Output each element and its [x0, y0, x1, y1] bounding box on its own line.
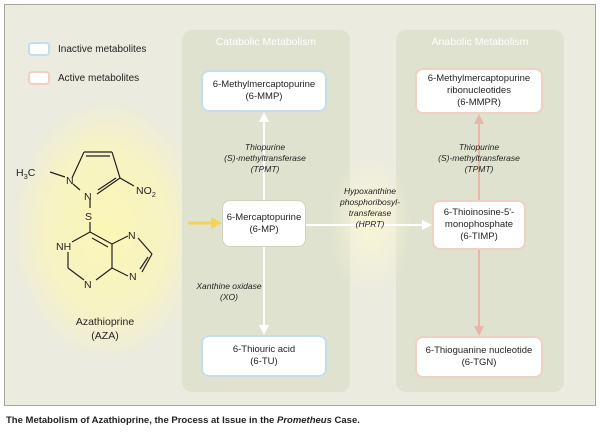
bond-c4b-n3 — [95, 267, 113, 281]
mmp-abbr: (6-MMP) — [245, 91, 283, 102]
bond-c4-c3 — [111, 151, 121, 179]
bond-n7-c8 — [137, 237, 153, 255]
atom-n1: N — [66, 175, 74, 187]
bond-n2-n1 — [72, 183, 81, 191]
catabolic-tpmt-line2: (S)-methyltransferase — [224, 153, 306, 163]
mmpr-box: 6-Methylmercaptopurine ribonucleotides (… — [415, 68, 543, 114]
xo-line1: Xanthine oxidase — [196, 281, 262, 291]
hprt-line3: transferase — [348, 208, 392, 218]
arrowhead-tgn — [474, 326, 484, 336]
bond-c8-n9 — [141, 253, 153, 273]
bond-c6-c5b — [89, 231, 113, 245]
timp-box: 6-Thioinosine-5'- monophosphate (6-TIMP) — [432, 200, 526, 250]
tu-name: 6-Thiouric acid — [232, 344, 296, 355]
caption-tail: Case. — [331, 415, 360, 426]
xo-line2: (XO) — [220, 292, 238, 302]
atom-n4: N — [128, 230, 136, 242]
mp-name: 6-Mercaptopurine — [226, 211, 302, 223]
legend-active: Active metabolites — [28, 71, 139, 85]
mmp-box: 6-Methylmercaptopurine (6-MMP) — [201, 70, 327, 112]
azathioprine-highlight — [12, 100, 202, 360]
tu-abbr: (6-TU) — [250, 356, 278, 367]
tgn-abbr: (6-TGN) — [461, 357, 497, 368]
hprt-line1: Hypoxanthine — [344, 186, 396, 196]
hprt-line2: phosphoribosyl- — [339, 197, 400, 207]
caption-em: Prometheus — [276, 415, 332, 426]
mmpr-name-2: ribonucleotides — [447, 85, 511, 96]
methyl-label: H3C — [16, 167, 36, 181]
mmpr-abbr: (6-MMPR) — [457, 97, 501, 108]
bond-c8-n9-double — [139, 256, 149, 270]
timp-name-2: monophosphate — [444, 219, 514, 230]
atom-n3: N — [84, 279, 92, 291]
anabolic-tpmt-label: Thiopurine (S)-methyltransferase (TPMT) — [404, 142, 554, 175]
arrowhead-mmp — [259, 112, 269, 122]
anabolic-title: Anabolic Metabolism — [431, 36, 529, 48]
caption-text: The Metabolism of Azathioprine, the Proc… — [6, 415, 277, 426]
bond-nitro — [119, 177, 135, 187]
bond-c5b-n7 — [111, 235, 129, 245]
tgn-name: 6-Thioguanine nucleotide — [425, 345, 533, 356]
atom-s: S — [85, 211, 92, 223]
mmp-name: 6-Methylmercaptopurine — [212, 79, 316, 90]
arrowhead-timp — [422, 220, 432, 230]
legend-inactive-label: Inactive metabolites — [58, 43, 147, 55]
tgn-box: 6-Thioguanine nucleotide (6-TGN) — [415, 336, 543, 378]
mmpr-name: 6-Methylmercaptopurine — [427, 73, 531, 84]
arrowhead-mmpr — [474, 114, 484, 124]
legend-active-label: Active metabolites — [58, 72, 140, 84]
hprt-line4: (HPRT) — [355, 219, 385, 229]
figure-caption: The Metabolism of Azathioprine, the Proc… — [6, 415, 360, 426]
bond-n1-c5 — [71, 151, 85, 179]
catabolic-tpmt-label: Thiopurine (S)-methyltransferase (TPMT) — [190, 142, 340, 175]
azathioprine-structure: H3C N N NO2 S NH N N N — [16, 151, 156, 291]
bond-c3-n2-double — [97, 177, 117, 191]
atom-n2: N — [84, 191, 92, 203]
catabolic-tpmt-line1: Thiopurine — [244, 142, 286, 152]
bond-c6-c5b-double — [91, 237, 109, 248]
legend-inactive: Inactive metabolites — [28, 42, 146, 56]
anabolic-tpmt-line3: (TPMT) — [464, 164, 494, 174]
legend-active-swatch — [28, 71, 50, 85]
bond-methyl — [49, 171, 66, 178]
azathioprine-name: Azathioprine — [75, 316, 135, 328]
atom-nh: NH — [56, 241, 71, 253]
timp-name: 6-Thioinosine-5'- — [443, 207, 515, 218]
hprt-label: Hypoxanthine phosphoribosyl- transferase… — [328, 186, 412, 230]
atom-n5: N — [129, 271, 137, 283]
bond-n9-c4b — [111, 267, 129, 277]
mp-abbr: (6-MP) — [249, 223, 279, 235]
bond-n3-c2 — [67, 267, 85, 281]
legend-inactive-swatch — [28, 42, 50, 56]
arrowhead-tu — [259, 325, 269, 335]
bond-n1b-c6 — [71, 231, 91, 243]
nitro-label: NO2 — [136, 185, 156, 199]
azathioprine-abbr: (AZA) — [91, 330, 119, 342]
xo-label: Xanthine oxidase (XO) — [190, 281, 268, 303]
catabolic-tpmt-line3: (TPMT) — [250, 164, 280, 174]
anabolic-tpmt-line2: (S)-methyltransferase — [438, 153, 520, 163]
catabolic-title: Catabolic Metabolism — [215, 36, 317, 48]
tu-box: 6-Thiouric acid (6-TU) — [201, 335, 327, 377]
anabolic-tpmt-line1: Thiopurine — [458, 142, 500, 152]
timp-abbr: (6-TIMP) — [460, 231, 498, 242]
arrowhead-mp — [211, 217, 222, 229]
bond-c3-n2 — [96, 177, 121, 195]
mp-box: 6-Mercaptopurine (6-MP) — [222, 200, 306, 247]
